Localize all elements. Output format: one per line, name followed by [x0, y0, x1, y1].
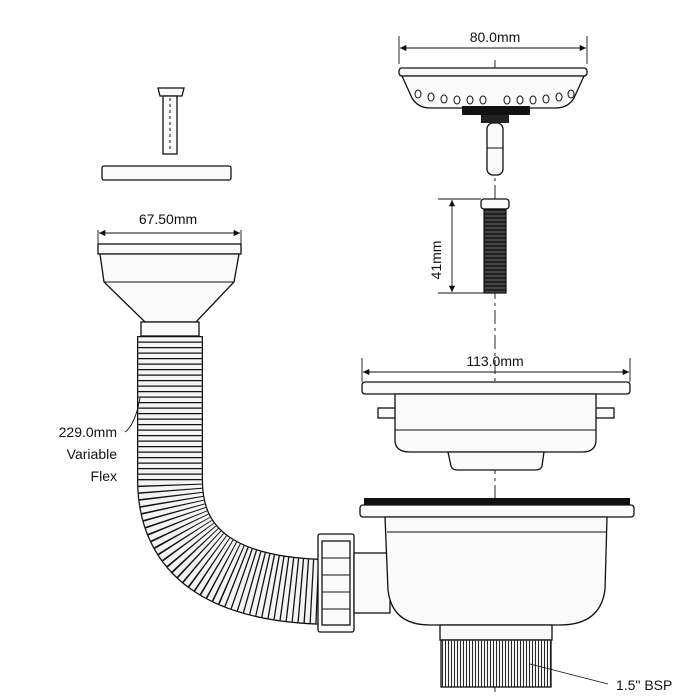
top-basket — [398, 67, 588, 176]
coupling-nut — [317, 533, 391, 633]
flex-word-flex: Flex — [91, 468, 117, 484]
screw — [157, 87, 185, 155]
strainer-body — [359, 498, 635, 641]
dim-strainer-flange — [361, 358, 631, 382]
thread-size-label: 1.5" BSP — [616, 677, 672, 693]
threaded-outlet — [440, 639, 552, 688]
waste-outlet-width-label: 67.50mm — [139, 211, 197, 227]
waste-outlet — [97, 243, 242, 337]
thread-leader — [529, 663, 609, 685]
flex-length-label: 229.0mm — [59, 424, 117, 440]
strainer-flange-width-label: 113.0mm — [466, 353, 523, 369]
dim-stem — [438, 198, 484, 294]
flex-leader — [124, 397, 141, 433]
washer — [101, 165, 232, 181]
flex-word-variable: Variable — [67, 446, 118, 462]
dim-basket — [398, 36, 588, 64]
dim-waste-outlet — [97, 229, 242, 244]
basket-width-label: 80.0mm — [470, 29, 521, 45]
strainer-basket — [361, 381, 631, 471]
threaded-stem — [480, 198, 510, 294]
stem-length-label: 41mm — [428, 241, 444, 280]
